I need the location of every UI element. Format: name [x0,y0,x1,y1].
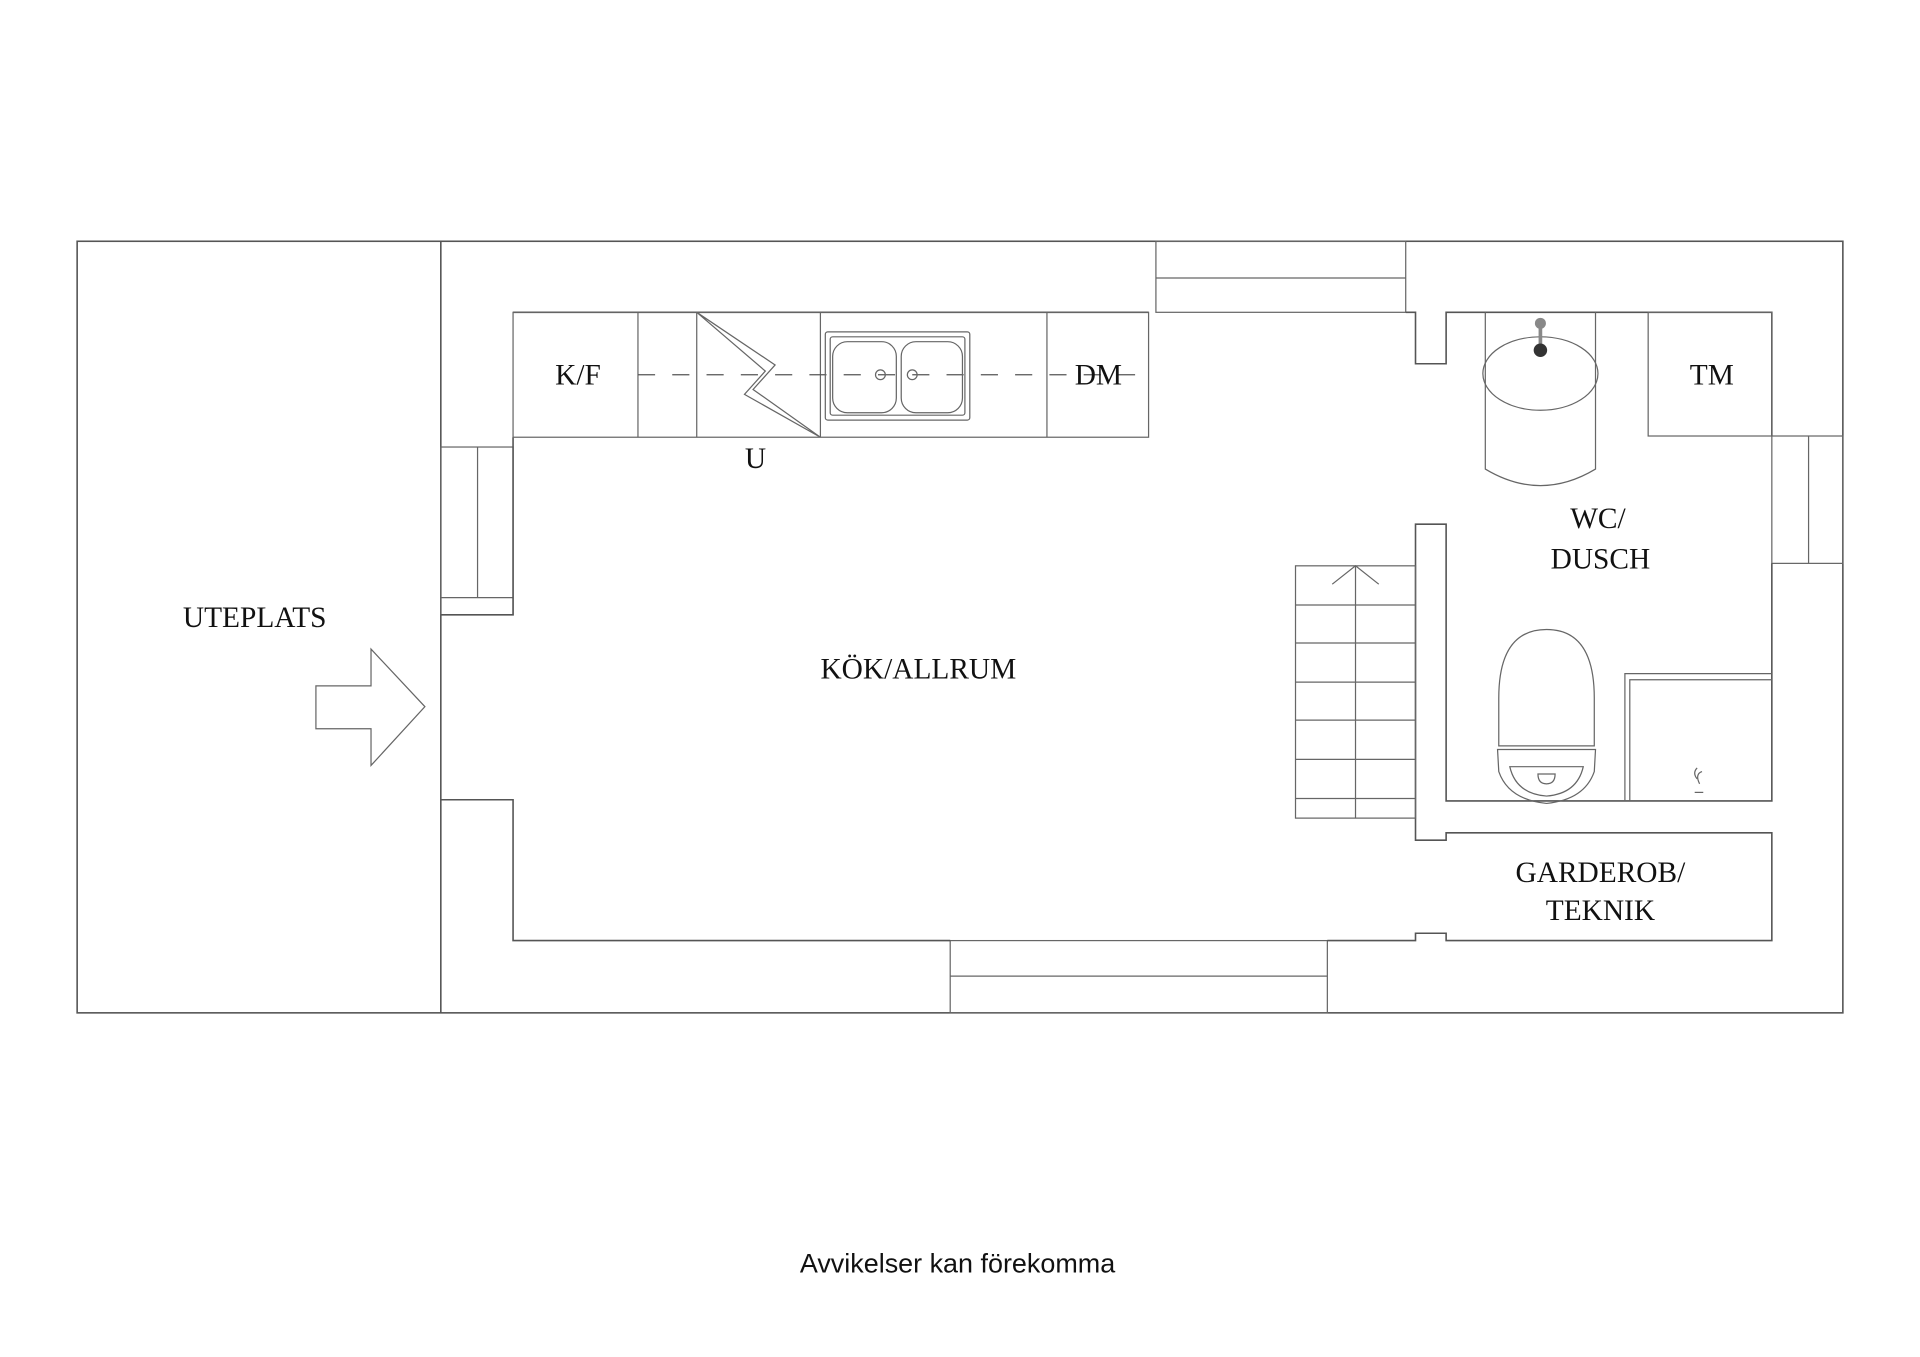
room-label-kok-allrum: KÖK/ALLRUM [820,653,1016,685]
room-label-garderob-line2: TEKNIK [1546,895,1655,927]
appliance-label-dishwasher: DM [1075,360,1122,392]
appliance-label-fridge-freezer: K/F [555,360,601,392]
disclaimer-text: Avvikelser kan förekomma [800,1248,1115,1278]
kitchen-counter [512,311,1150,438]
shower-icon [1624,672,1772,801]
room-label-wc-dusch-line1: WC/ [1570,503,1626,535]
stairs-icon [1294,565,1417,819]
entrance-arrow-icon [315,647,426,768]
window-bottom [949,939,1328,1014]
toilet-icon [1496,628,1597,805]
sink-icon [824,331,971,421]
appliance-label-washing-machine: TM [1690,360,1734,392]
appliance-label-oven: U [745,443,766,475]
room-label-garderob-line1: GARDEROB/ [1516,857,1687,889]
washbasin-icon [1482,312,1599,487]
window-right [1771,435,1844,564]
stove-icon [696,311,821,438]
washing-machine [1647,311,1773,437]
room-label-wc-dusch-line2: DUSCH [1551,543,1651,575]
inner-walls [440,311,1773,942]
window-top [1155,240,1407,313]
window-left [440,446,514,616]
room-label-uteplats: UTEPLATS [183,602,327,634]
